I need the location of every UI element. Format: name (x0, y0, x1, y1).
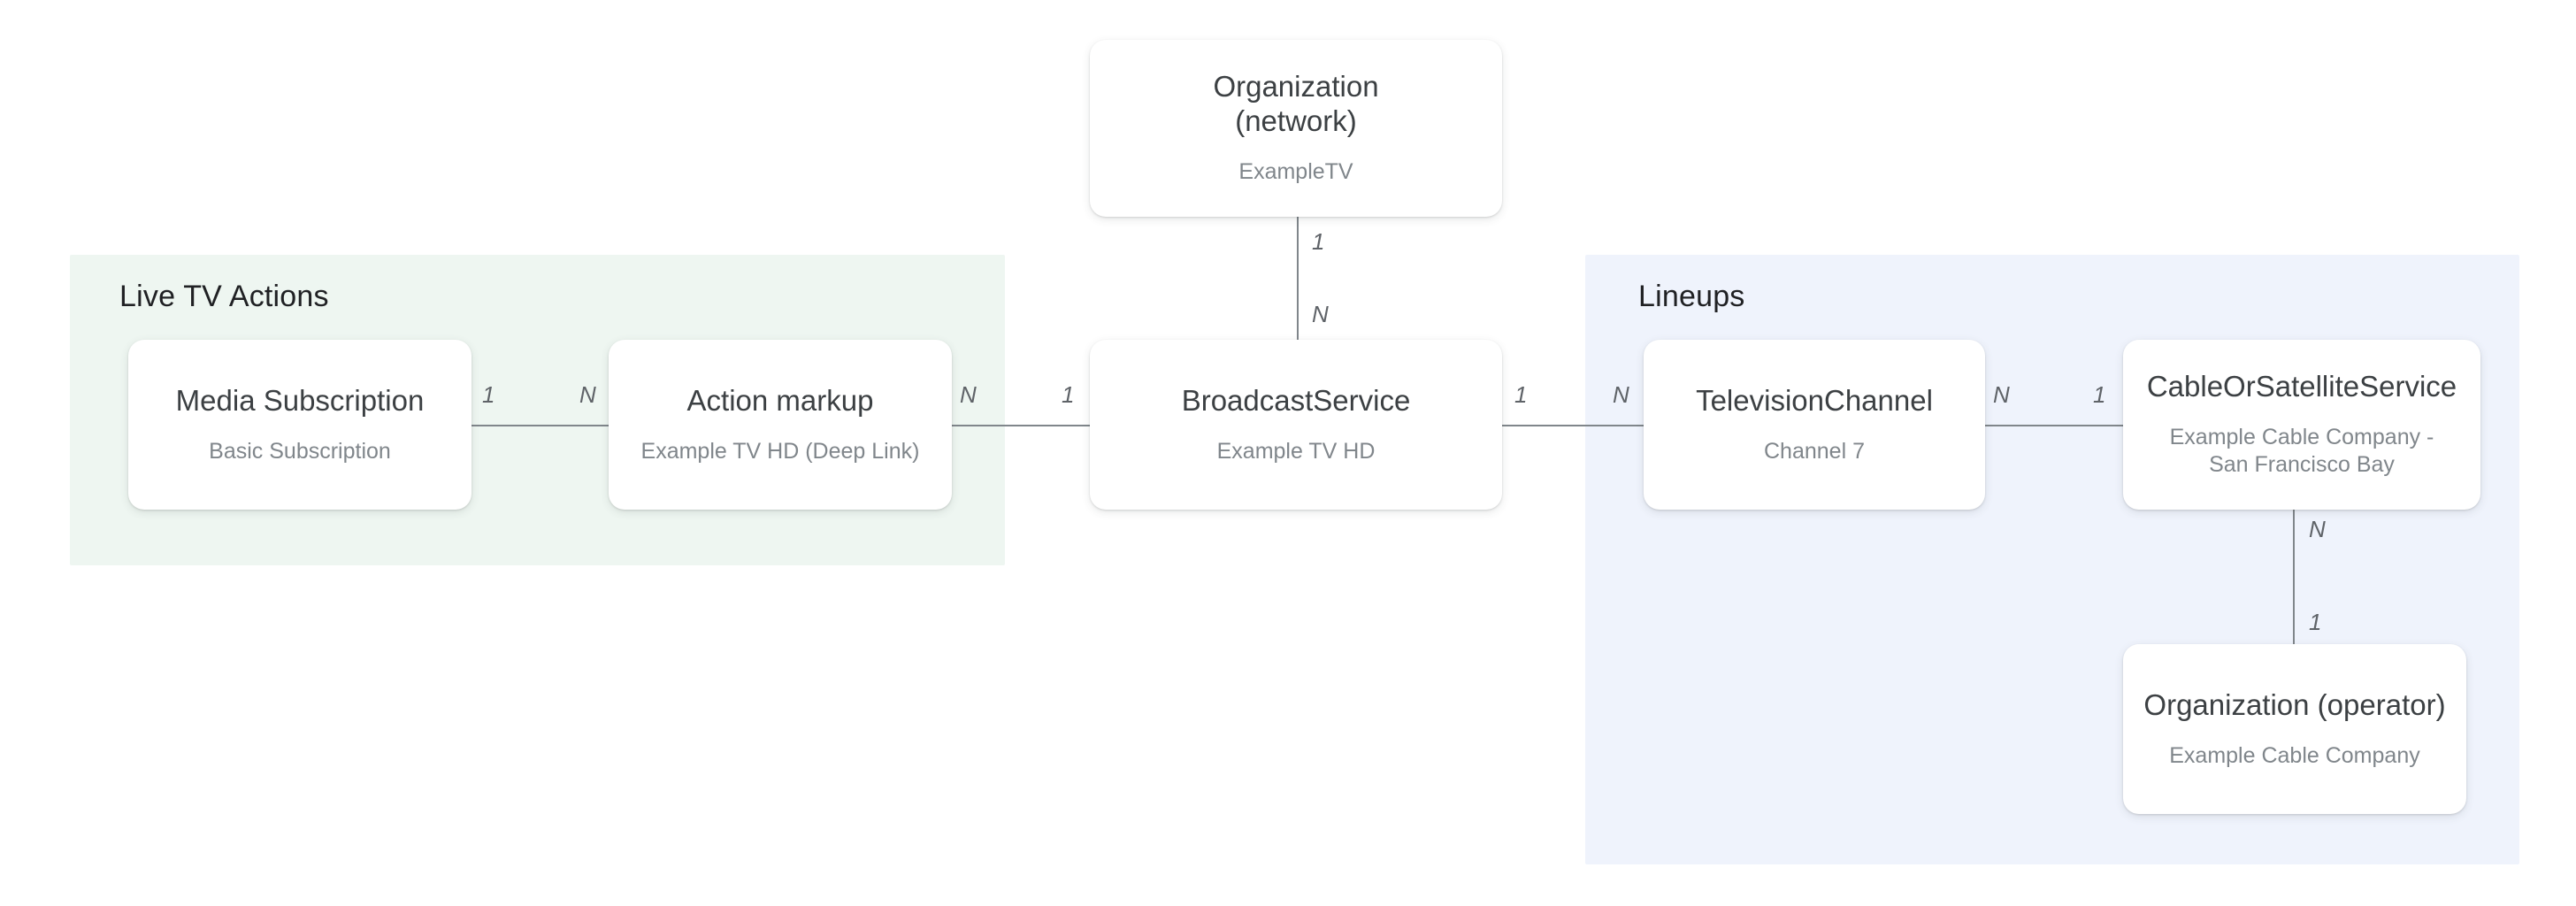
node-organization-network[interactable]: Organization (network) ExampleTV (1090, 40, 1502, 217)
edge-media-subscription-action-markup (467, 425, 617, 426)
edge-label-broadcast-service-from: 1 (1514, 381, 1528, 408)
edge-label-organization-network-to: N (1312, 301, 1329, 327)
node-subtitle: ExampleTV (1238, 159, 1353, 185)
node-title: BroadcastService (1181, 383, 1411, 417)
node-media-subscription[interactable]: Media Subscription Basic Subscription (128, 340, 472, 510)
node-subtitle: Example Cable Company - San Francisco Ba… (2169, 425, 2434, 478)
node-title: Organization (operator) (2143, 687, 2446, 721)
edge-label-action-markup-to: 1 (1062, 381, 1075, 408)
node-subtitle: Example Cable Company (2169, 742, 2420, 768)
node-television-channel[interactable]: TelevisionChannel Channel 7 (1644, 340, 1985, 510)
node-subtitle: Example TV HD (1216, 438, 1376, 464)
group-title-lineups: Lineups (1638, 280, 1745, 313)
node-subtitle: Basic Subscription (209, 438, 391, 464)
edge-label-cable-or-satellite-service-to: 1 (2309, 609, 2322, 635)
edge-label-media-subscription-from: 1 (482, 381, 495, 408)
edge-action-markup-broadcast-service (945, 425, 1097, 426)
edge-label-media-subscription-to: N (579, 381, 596, 408)
edge-label-television-channel-to: 1 (2093, 381, 2106, 408)
node-subtitle: Channel 7 (1764, 438, 1865, 464)
edge-television-channel-cable-or-satellite-service (1978, 425, 2134, 426)
edge-label-television-channel-from: N (1993, 381, 2010, 408)
node-cable-or-satellite-service[interactable]: CableOrSatelliteService Example Cable Co… (2123, 340, 2480, 510)
edge-label-action-markup-from: N (960, 381, 977, 408)
edge-organization-network-broadcast-service (1297, 216, 1299, 340)
node-title: CableOrSatelliteService (2146, 370, 2457, 403)
node-organization-operator[interactable]: Organization (operator) Example Cable Co… (2123, 644, 2466, 814)
node-subtitle: Example TV HD (Deep Link) (640, 438, 920, 464)
group-title-live-tv-actions: Live TV Actions (119, 280, 329, 313)
edge-label-organization-network-from: 1 (1312, 228, 1325, 255)
edge-broadcast-service-television-channel (1499, 425, 1654, 426)
node-action-markup[interactable]: Action markup Example TV HD (Deep Link) (609, 340, 952, 510)
node-title: Organization (network) (1213, 70, 1379, 138)
node-broadcast-service[interactable]: BroadcastService Example TV HD (1090, 340, 1502, 510)
edge-cable-or-satellite-service-organization-operator (2293, 506, 2295, 646)
edge-label-cable-or-satellite-service-from: N (2309, 516, 2326, 542)
node-title: Action markup (686, 383, 874, 417)
edge-label-broadcast-service-to: N (1613, 381, 1629, 408)
node-title: Media Subscription (175, 383, 425, 417)
node-title: TelevisionChannel (1696, 383, 1933, 417)
